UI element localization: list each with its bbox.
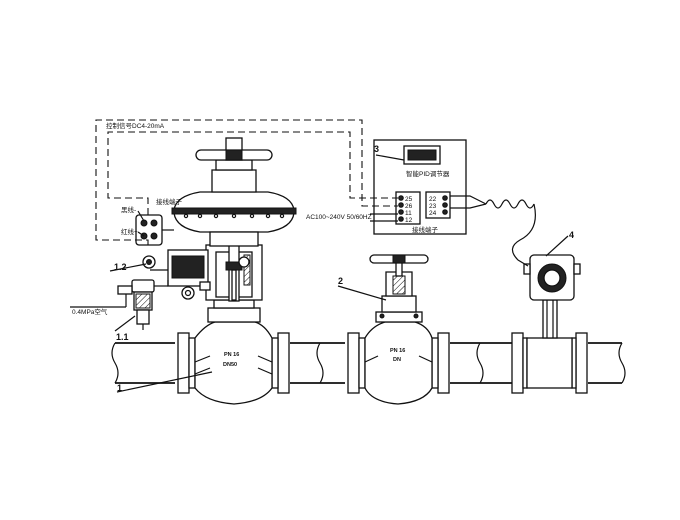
terminal-25: 25 — [405, 196, 413, 203]
callout-1-1: 1.1 — [116, 332, 129, 342]
valve2-pn-label: PN 16 — [390, 348, 405, 354]
controller-title-label: 智能PID调节器 — [406, 169, 450, 178]
callout-1-2: 1.2 — [114, 262, 127, 272]
valve1-pn-label: PN 16 — [224, 352, 239, 358]
terminal-23: 23 — [429, 203, 437, 210]
pipeline — [111, 342, 626, 384]
terminal-12: 12 — [405, 217, 413, 224]
valve2-dn-label: DN — [393, 357, 401, 363]
terminal-11: 11 — [405, 210, 412, 217]
black-wire-label: 黑线- — [121, 205, 136, 214]
flow-meter — [523, 254, 581, 389]
actuator-terminal-box — [135, 214, 174, 246]
control-valve — [167, 137, 297, 405]
terminal-22: 22 — [429, 196, 437, 203]
globe-valve — [364, 254, 433, 405]
signal-wiring — [70, 119, 536, 308]
valve1-dn-label: DN50 — [223, 362, 237, 368]
callout-4: 4 — [569, 230, 574, 240]
red-wire-label: 红线+ — [121, 227, 138, 236]
controller-terminal-label: 接线端子 — [412, 225, 439, 234]
callout-2: 2 — [338, 276, 343, 286]
pid-controller — [373, 139, 467, 235]
actuator-terminal-label: 接线端子 — [156, 197, 183, 206]
callout-1: 1 — [117, 383, 122, 393]
callout-leaders — [109, 154, 569, 393]
controller-terminals-left: 25 26 11 12 — [398, 195, 413, 224]
air-filter-regulator — [117, 255, 169, 330]
controller-terminals-right: 22 23 24 — [429, 195, 448, 217]
callout-3: 3 — [374, 144, 379, 154]
terminal-24: 24 — [429, 210, 437, 217]
air-supply-label: 0.4MPa空气 — [72, 307, 108, 316]
pipe-flanges — [177, 332, 588, 394]
terminal-26: 26 — [405, 203, 413, 210]
control-signal-label: 控制信号DC4-20mA — [106, 121, 165, 130]
power-supply-label: AC100~240V 50/60HZ — [306, 214, 372, 221]
